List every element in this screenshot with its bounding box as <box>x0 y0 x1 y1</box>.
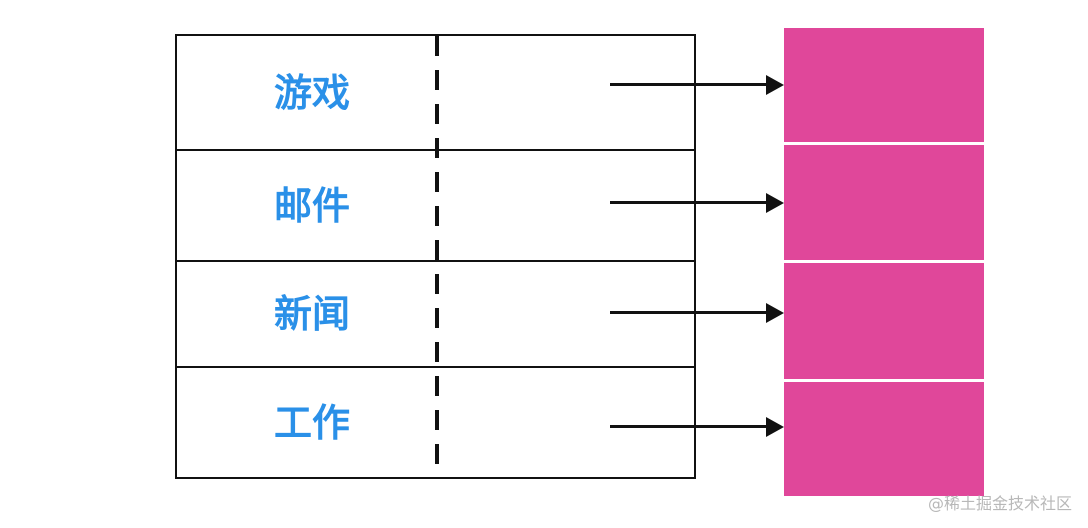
arrow-head <box>766 193 784 213</box>
arrow-shaft <box>610 83 768 86</box>
row-label: 新闻 <box>273 292 350 336</box>
row-label: 游戏 <box>273 70 350 115</box>
arrow-shaft <box>610 201 768 204</box>
bucket-block <box>784 382 984 496</box>
bucket-block <box>784 263 984 379</box>
arrow-head <box>766 75 784 95</box>
table-row: 游戏 <box>177 36 694 149</box>
arrow-shaft <box>610 425 768 428</box>
category-table: 游戏 邮件 新闻 工作 <box>175 34 696 479</box>
bucket-block <box>784 145 984 260</box>
arrow-shaft <box>610 311 768 314</box>
bucket-block <box>784 28 984 142</box>
dashed-divider <box>435 36 439 477</box>
row-label: 邮件 <box>273 183 350 228</box>
row-label: 工作 <box>273 400 350 445</box>
watermark: @稀土掘金技术社区 <box>927 494 1072 513</box>
arrow-head <box>766 417 784 437</box>
arrow-head <box>766 303 784 323</box>
